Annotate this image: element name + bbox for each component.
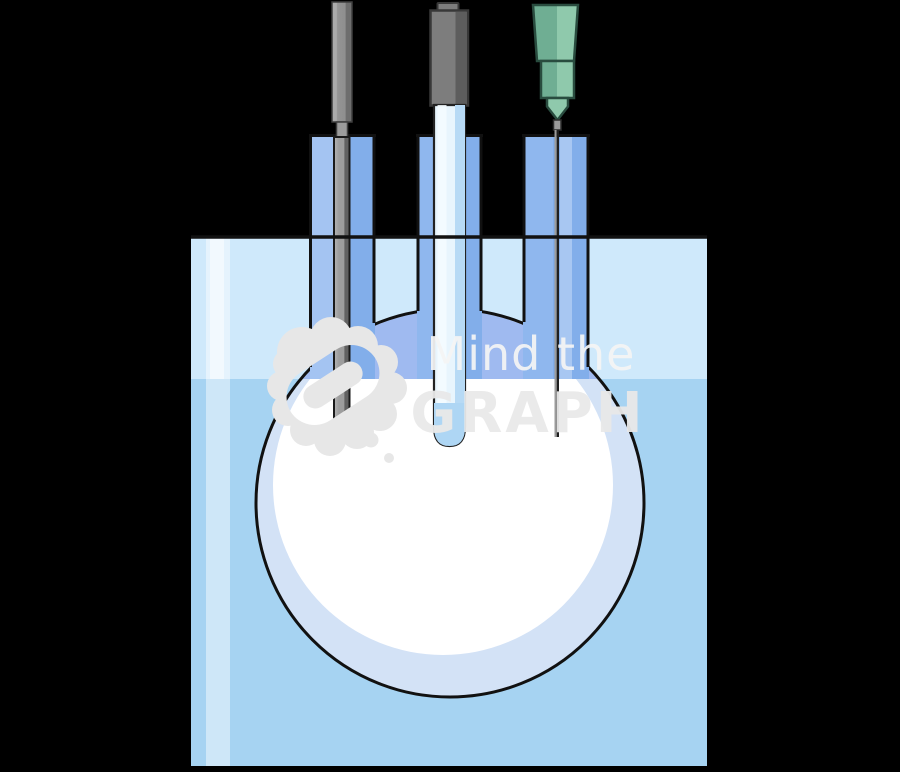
stirrer-rod-stem xyxy=(335,121,349,138)
syringe xyxy=(531,3,580,437)
brain-dot-small xyxy=(384,453,394,463)
glass-tube-highlight xyxy=(437,105,447,446)
brain-dot-large xyxy=(363,432,379,448)
needle-highlight xyxy=(554,130,557,437)
syringe-plunger-shade xyxy=(533,5,557,61)
watermark-line1: Mind the xyxy=(427,327,636,381)
glass-highlight-upper xyxy=(210,237,224,379)
electrode-cap-shade xyxy=(455,12,467,104)
brain-icon xyxy=(267,317,407,456)
watermark: Mind the GRAPH xyxy=(267,317,645,463)
syringe-tip xyxy=(545,96,570,123)
syringe-barrel-shade xyxy=(541,61,557,98)
neck-right-light xyxy=(523,134,553,379)
neck-right-highlight xyxy=(560,134,572,379)
tube-liquid xyxy=(434,403,465,446)
stirrer-rod-handle xyxy=(331,1,353,123)
electrode xyxy=(429,2,470,448)
watermark-line2: GRAPH xyxy=(410,381,645,446)
neck-outlines xyxy=(309,134,590,367)
needle-hub xyxy=(552,119,562,131)
glass-tube-shade xyxy=(455,105,465,446)
neck-center-light xyxy=(417,134,434,379)
needle xyxy=(556,130,559,437)
